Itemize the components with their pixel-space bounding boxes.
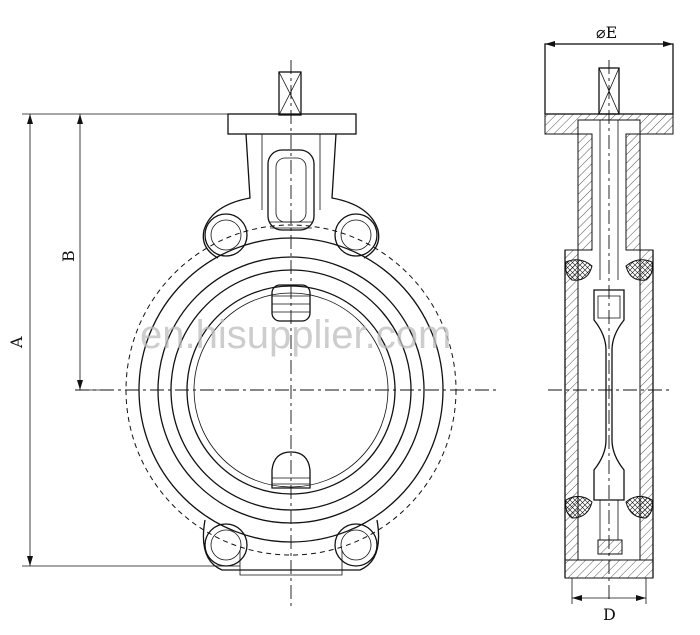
watermark: en.hisupplier.com xyxy=(140,313,451,357)
dimension-a: A xyxy=(7,113,240,567)
dimension-d: D xyxy=(571,578,647,624)
lower-lugs xyxy=(204,523,378,567)
stem-square xyxy=(278,71,302,116)
upper-lugs xyxy=(204,213,378,257)
dim-label-e: ⌀E xyxy=(596,23,617,42)
dimension-b: B xyxy=(59,114,110,391)
side-flange-section xyxy=(544,113,674,135)
side-view: ⌀E xyxy=(544,23,674,624)
dim-label-b: B xyxy=(59,250,78,262)
top-flange xyxy=(227,113,357,135)
dim-label-d: D xyxy=(603,605,616,624)
seat-rings xyxy=(565,259,653,519)
lower-stem xyxy=(597,500,623,555)
disc-profile xyxy=(593,289,625,501)
front-centerlines xyxy=(75,60,500,610)
dim-label-a: A xyxy=(7,336,26,349)
front-view: A B xyxy=(7,60,500,610)
side-centerlines xyxy=(548,60,670,600)
side-neck-section xyxy=(577,120,641,280)
dimension-e: ⌀E xyxy=(545,23,673,47)
